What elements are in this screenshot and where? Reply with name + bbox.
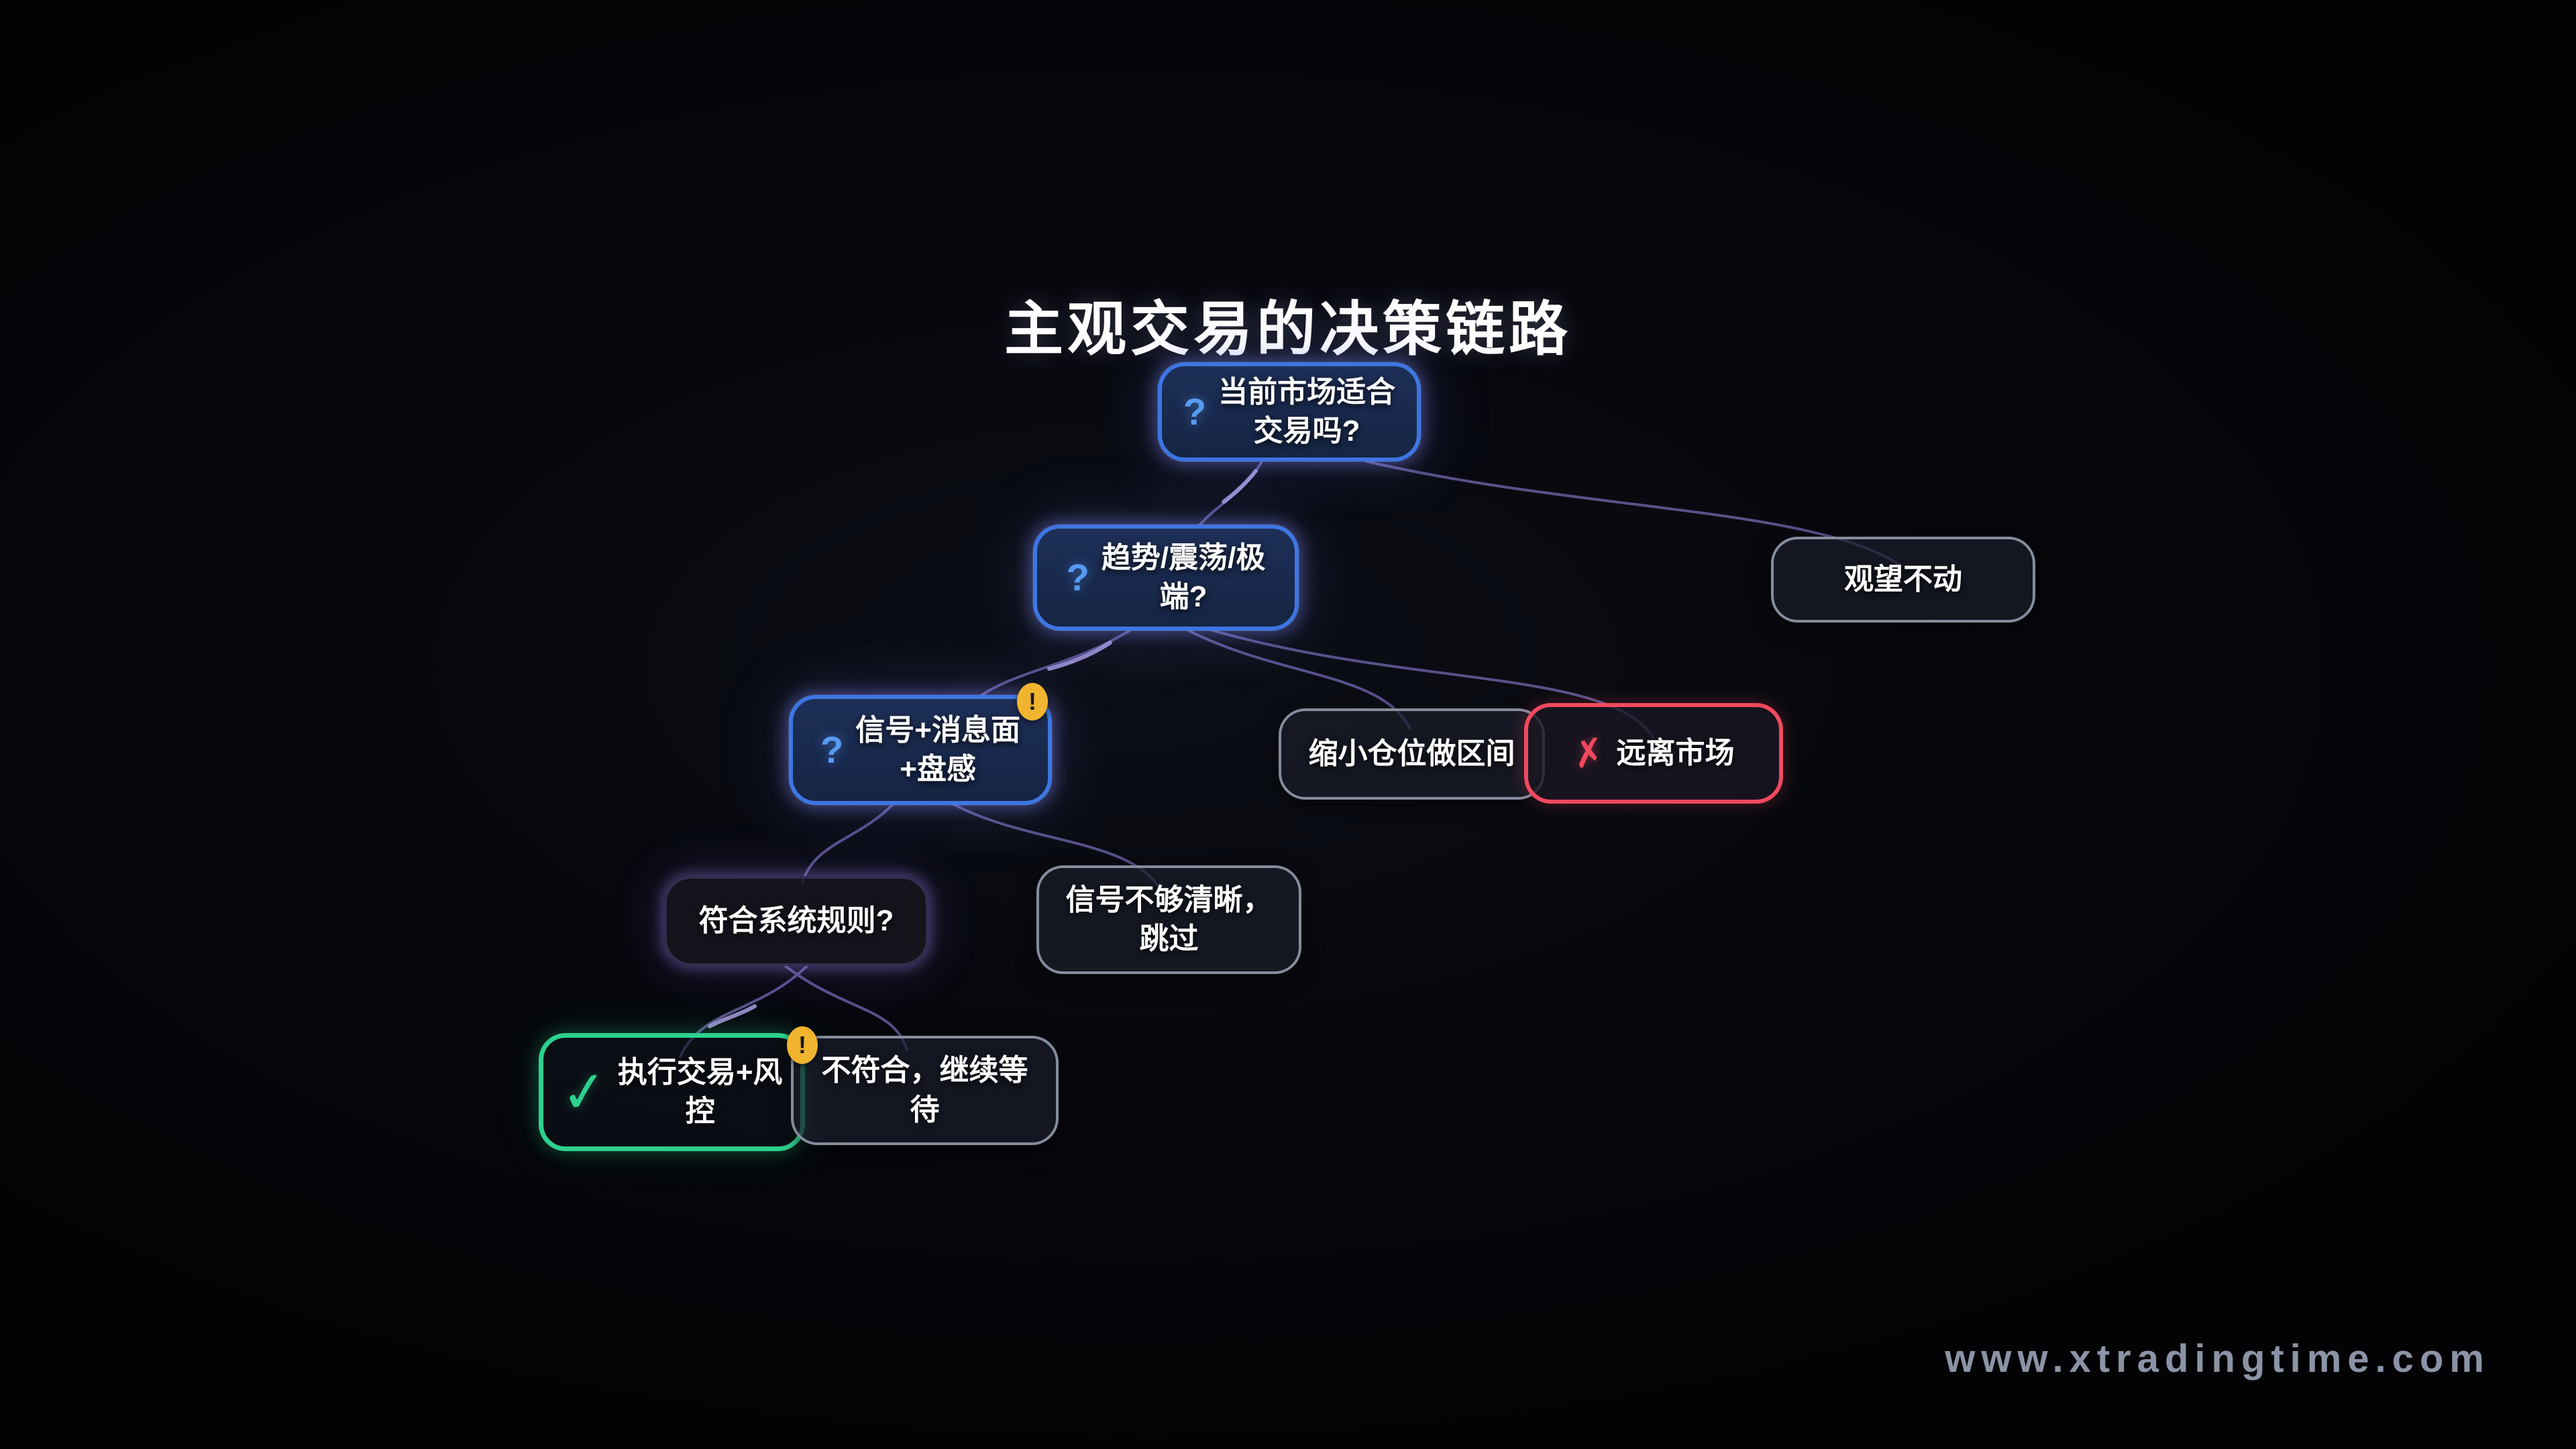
alert-badge-execute: ! bbox=[787, 1026, 818, 1064]
question-icon: ? bbox=[1183, 390, 1207, 433]
node-leave-market: ✗ 远离市场 bbox=[1524, 703, 1783, 804]
watermark-url: www.xtradingtime.com bbox=[1945, 1337, 2490, 1381]
node-signal-unclear: 信号不够清晰， 跳过 bbox=[1036, 865, 1301, 974]
check-icon: ✓ bbox=[557, 1058, 612, 1126]
question-icon: ? bbox=[820, 729, 844, 771]
page-title: 主观交易的决策链路 bbox=[1004, 296, 1572, 362]
node-label: 信号+消息面 +盘感 bbox=[855, 713, 1020, 786]
edge-highlight-1 bbox=[1222, 469, 1258, 504]
node-label: 观望不动 bbox=[1844, 562, 1962, 596]
node-label: 符合系统规则? bbox=[698, 904, 894, 937]
node-trend-regime: ? 趋势/震荡/极 端? bbox=[1033, 525, 1299, 631]
edge-rules-to-wait bbox=[782, 963, 908, 1051]
node-label: 执行交易+风 控 bbox=[617, 1055, 783, 1128]
node-label: 缩小仓位做区间 bbox=[1308, 737, 1515, 770]
edge-signal-to-rules bbox=[801, 802, 895, 884]
node-watch-hold: 观望不动 bbox=[1771, 537, 2035, 623]
edge-regime-to-signal bbox=[971, 629, 1131, 703]
node-signal-news-feel: ? 信号+消息面 +盘感 bbox=[789, 695, 1052, 805]
node-system-rules: 符合系统规则? bbox=[664, 876, 928, 966]
node-keep-waiting: 不符合，继续等 待 bbox=[791, 1036, 1059, 1145]
node-execute-risk: ✓ 执行交易+风 控 bbox=[539, 1033, 805, 1151]
node-label: 不符合，继续等 待 bbox=[821, 1054, 1028, 1126]
cross-icon: ✗ bbox=[1569, 729, 1608, 777]
node-label: 当前市场适合 交易吗? bbox=[1218, 375, 1396, 447]
node-label: 信号不够清晰， 跳过 bbox=[1065, 883, 1273, 955]
edge-highlight-3 bbox=[708, 1004, 757, 1028]
alert-badge-signal: ! bbox=[1017, 683, 1048, 720]
node-market-suitable: ? 当前市场适合 交易吗? bbox=[1158, 362, 1421, 462]
node-label: 趋势/震荡/极 端? bbox=[1101, 541, 1266, 613]
node-label: 远离市场 bbox=[1616, 736, 1735, 769]
node-shrink-position: 缩小仓位做区间 bbox=[1279, 708, 1545, 800]
question-icon: ? bbox=[1066, 556, 1089, 599]
edge-highlight-2 bbox=[1047, 641, 1112, 671]
